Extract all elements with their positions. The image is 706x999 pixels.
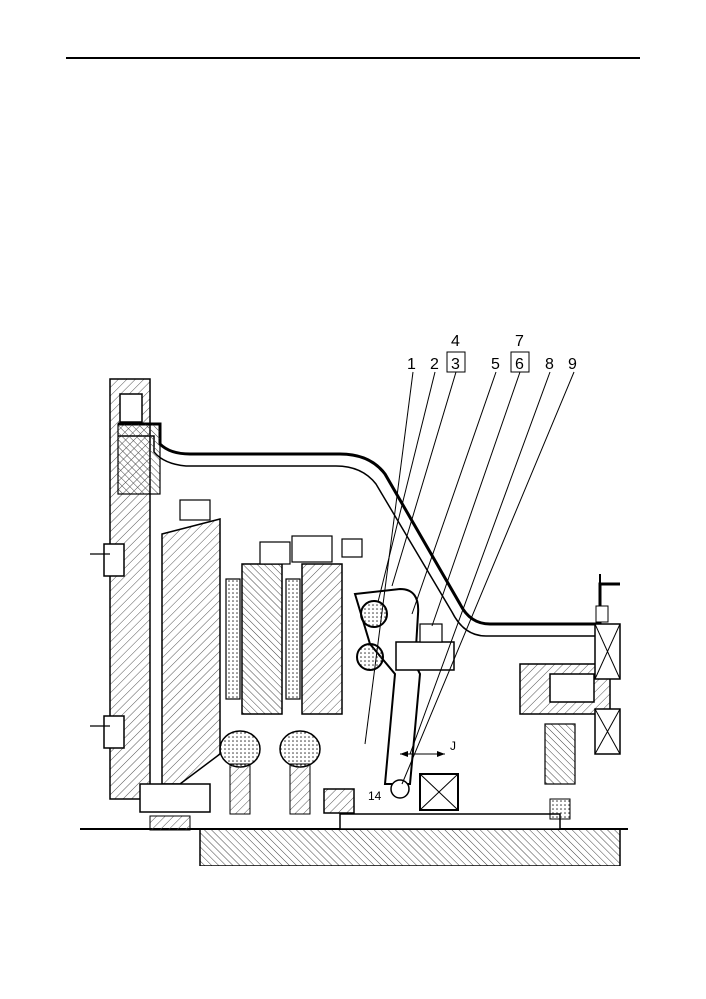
callout-14: 14 xyxy=(368,789,382,803)
callout-9: 9 xyxy=(568,356,577,373)
shaft xyxy=(80,783,628,866)
clutch-plate-stack xyxy=(225,535,363,715)
callout-box-3 xyxy=(446,351,466,373)
clutch-casing xyxy=(117,422,620,637)
release-lever xyxy=(353,587,455,799)
release-bearing xyxy=(323,773,459,814)
callout-1: 1 xyxy=(407,356,416,373)
callout-box-6 xyxy=(510,351,530,373)
callout-3: 3 xyxy=(451,356,460,373)
dimension-j: J xyxy=(400,739,456,757)
friction-hubs xyxy=(219,730,321,815)
leader-lines xyxy=(364,371,575,785)
lever-tip xyxy=(390,779,410,799)
callout-5: 5 xyxy=(491,356,500,373)
header-rule xyxy=(66,57,640,59)
callout-2: 2 xyxy=(430,356,439,373)
adjusting-bolt xyxy=(395,641,455,671)
flywheel xyxy=(161,499,221,785)
right-bearing-assembly xyxy=(519,574,621,820)
clutch-cross-section-figure: J 1 2 3 4 5 6 7 8 9 14 xyxy=(80,324,628,866)
callout-7: 7 xyxy=(515,333,524,350)
pivot-pin-lower xyxy=(356,643,384,671)
callout-6: 6 xyxy=(515,356,524,373)
technical-drawing: J 1 2 3 4 5 6 7 8 9 14 xyxy=(80,333,628,866)
callout-8: 8 xyxy=(545,356,554,373)
callout-4: 4 xyxy=(451,333,460,350)
dimension-j-label: J xyxy=(450,739,456,753)
